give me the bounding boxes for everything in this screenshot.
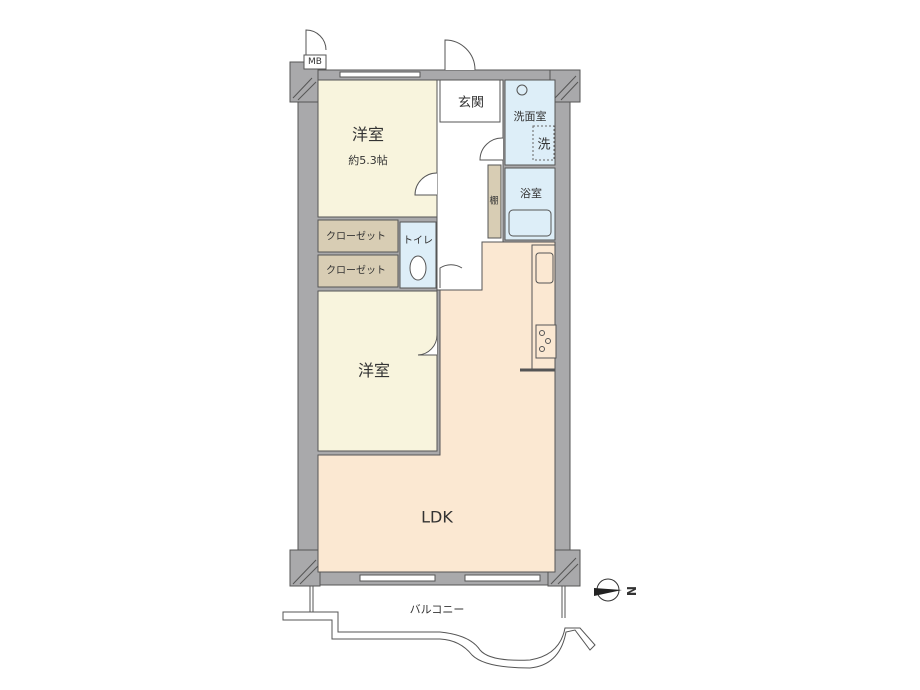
western-room-2-area (317, 290, 438, 452)
window-top (339, 71, 421, 78)
bathroom-label: 浴室 (520, 187, 542, 200)
shelf-label: 棚 (489, 196, 499, 207)
compass-north-label: N (624, 585, 638, 597)
western-room-1-size: 約5.3帖 (348, 154, 388, 167)
kitchen-sink-icon (535, 252, 554, 284)
entrance-area (439, 79, 501, 123)
toilet-bowl-icon (409, 255, 427, 281)
western-room-1-label: 洋室 (351, 125, 385, 144)
shelf-area (487, 164, 502, 239)
washroom-label: 洗面室 (513, 110, 547, 123)
balcony-outline (282, 586, 596, 669)
window-balcony-2 (464, 574, 541, 582)
toilet-label: トイレ (403, 235, 433, 247)
closet-1-area (317, 219, 399, 253)
compass-icon (594, 578, 622, 602)
meter-box-label: MB (308, 57, 322, 67)
window-balcony-1 (359, 574, 436, 582)
balcony-label: バルコニー (409, 603, 465, 616)
entrance-label: 玄関 (457, 95, 485, 111)
western-room-2-label: 洋室 (357, 361, 391, 380)
closet-2-label: クローゼット (326, 265, 386, 277)
bathtub-icon (508, 209, 552, 237)
western-room-1-area (317, 79, 438, 218)
washer-label: 洗 (537, 137, 551, 153)
ldk-label: LDK (421, 507, 453, 527)
sink-icon (516, 84, 528, 96)
closet-2-area (317, 254, 399, 288)
ldk-area (317, 241, 556, 573)
washer-space (532, 125, 555, 161)
closet-1-label: クローゼット (326, 231, 386, 243)
washroom-area (504, 79, 556, 166)
meter-box (303, 54, 327, 70)
